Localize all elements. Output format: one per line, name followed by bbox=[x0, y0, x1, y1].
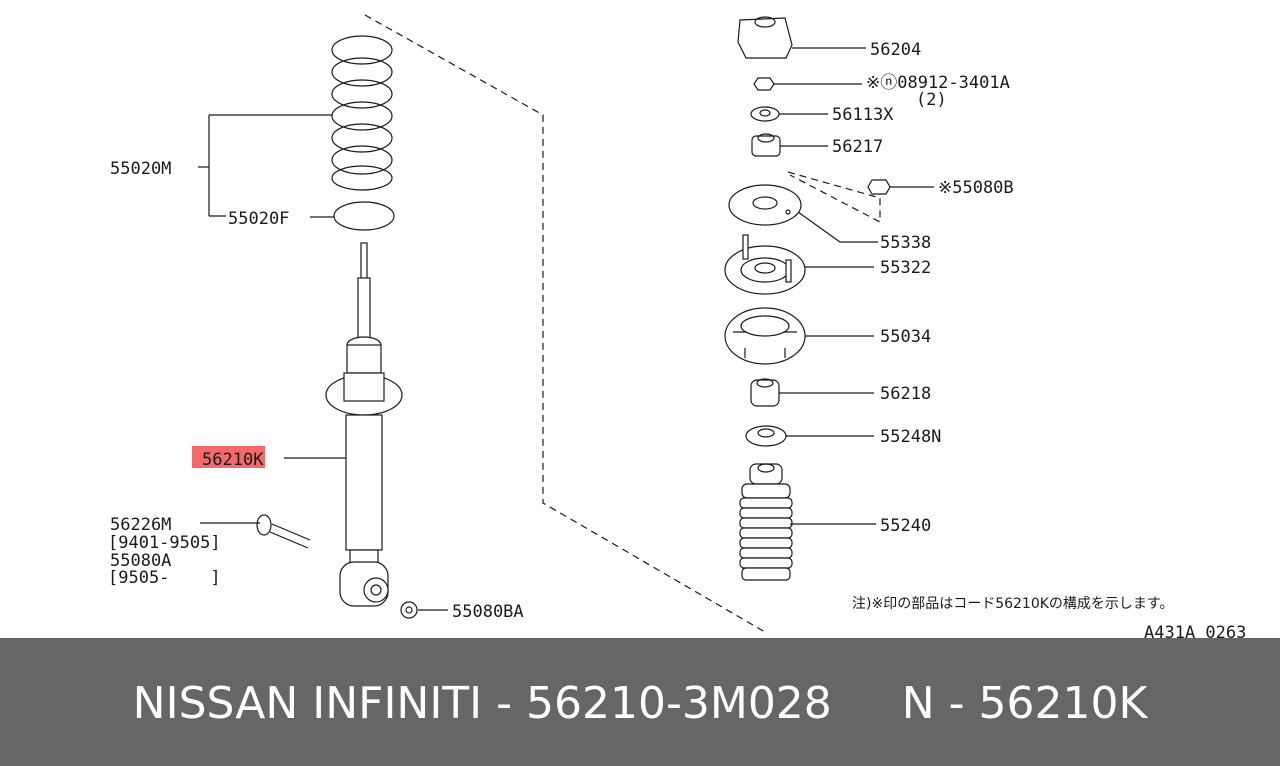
bound-rubber bbox=[724, 307, 806, 365]
top-nut bbox=[753, 77, 775, 91]
shock-absorber bbox=[325, 242, 403, 607]
cap bbox=[737, 16, 793, 59]
label-spring[interactable]: 55020M bbox=[110, 159, 171, 179]
label-nut-top[interactable]: ※ⓝ08912-3401A bbox=[866, 73, 1010, 93]
label-mount[interactable]: 55322 bbox=[880, 258, 931, 278]
upper-bushing bbox=[751, 133, 781, 157]
lower-bushing bbox=[750, 378, 780, 407]
spring-seat bbox=[333, 201, 395, 231]
label-strut-suffix: K bbox=[253, 450, 264, 470]
label-strut-highlighted: 56210 bbox=[202, 450, 253, 470]
label-bolt-range: [9401-9505] bbox=[108, 533, 221, 553]
top-mount-nut bbox=[867, 179, 891, 195]
label-strut[interactable]: 56210K bbox=[202, 450, 264, 470]
bolt bbox=[256, 514, 311, 549]
leader-lines bbox=[198, 47, 934, 611]
label-bolt[interactable]: 56226M bbox=[110, 515, 171, 535]
label-bound-rubber[interactable]: 55034 bbox=[880, 327, 931, 347]
label-washer[interactable]: 56113X bbox=[832, 105, 894, 125]
footer-title: NISSAN INFINITI - 56210-3M028 N - 56210K bbox=[132, 678, 1148, 729]
drawing-code: A431A 0263 bbox=[1144, 623, 1246, 638]
label-spring-seat[interactable]: 55020F bbox=[228, 209, 289, 229]
label-bolt-alt-range: [9505- ] bbox=[108, 568, 221, 588]
insulator bbox=[728, 184, 802, 226]
label-nut-bottom[interactable]: 55080BA bbox=[452, 602, 524, 622]
mount-outline bbox=[787, 171, 881, 223]
label-nut-mount[interactable]: ※55080B bbox=[938, 178, 1014, 198]
assembly-outline bbox=[364, 14, 766, 633]
label-nut-top-qty: (2) bbox=[916, 90, 947, 110]
label-cap[interactable]: 56204 bbox=[870, 40, 921, 60]
lower-washer bbox=[745, 425, 787, 447]
label-bushing-upper[interactable]: 56217 bbox=[832, 137, 883, 157]
label-bolt-alt[interactable]: 55080A bbox=[110, 551, 171, 571]
footer-bar: NISSAN INFINITI - 56210-3M028 N - 56210K bbox=[0, 638, 1280, 766]
parts-diagram: 55020M 55020F 56210K 56226M [9401-9505] … bbox=[108, 14, 1246, 638]
label-bushing-lower[interactable]: 56218 bbox=[880, 384, 931, 404]
strut-mount bbox=[724, 234, 806, 295]
label-insulator[interactable]: 55338 bbox=[880, 233, 931, 253]
coil-spring bbox=[331, 35, 393, 191]
label-washer-lower[interactable]: 55248N bbox=[880, 427, 941, 447]
diagram-note: 注)※印の部品はコード56210Kの構成を示します。 bbox=[852, 596, 1174, 612]
label-boot[interactable]: 55240 bbox=[880, 516, 931, 536]
dust-boot bbox=[739, 463, 793, 581]
bottom-nut bbox=[400, 601, 418, 619]
part-highlight bbox=[192, 446, 265, 468]
washer bbox=[750, 106, 780, 122]
